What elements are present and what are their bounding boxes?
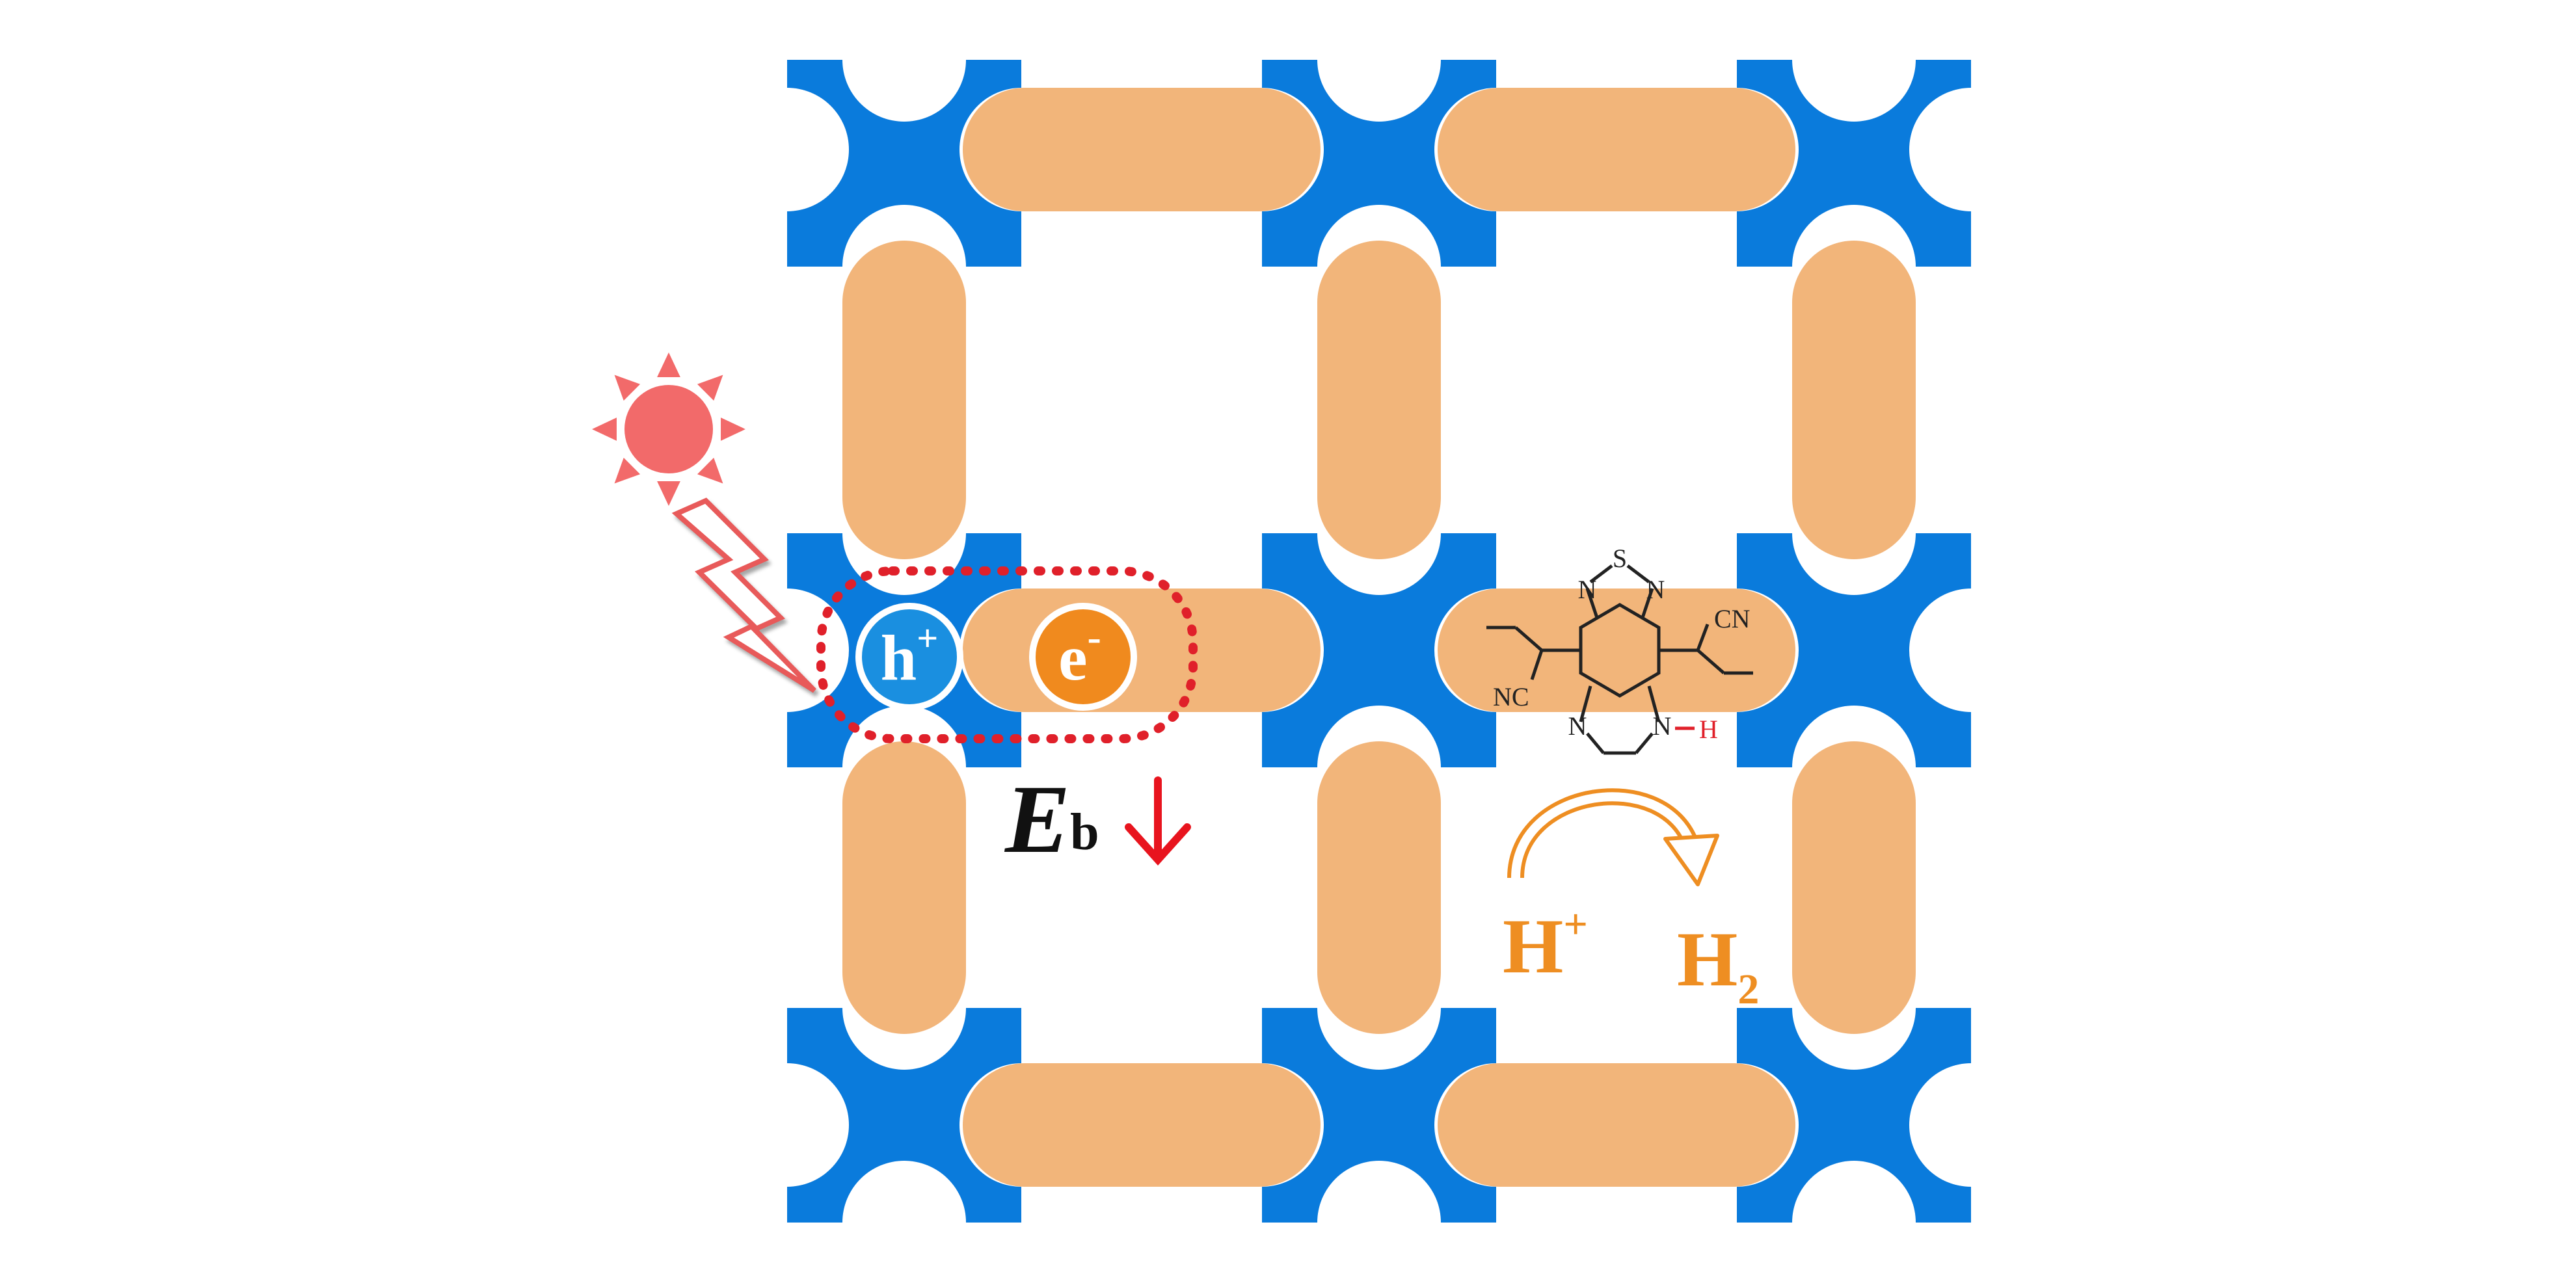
proton-label: H+	[1503, 901, 1588, 989]
linker-molecule-structure	[1486, 564, 1753, 755]
cn-label: CN	[1714, 604, 1751, 633]
sun-ray	[657, 481, 680, 506]
hole-label: h+	[881, 617, 939, 694]
framework-linker	[1438, 589, 1795, 712]
sun-ray	[614, 375, 641, 401]
nc-label: NC	[1493, 682, 1529, 711]
atom-n-left: N	[1578, 575, 1597, 604]
framework-linker	[1792, 741, 1916, 1034]
hydrogen-label: H2	[1677, 916, 1759, 1013]
sun-ray	[721, 417, 745, 441]
hole-marker: h+	[855, 603, 963, 711]
atom-n-bottom-left: N	[1568, 711, 1587, 741]
framework-linker	[842, 241, 966, 559]
sun-ray	[614, 457, 641, 484]
atom-s: S	[1613, 544, 1627, 573]
reaction-arrow-icon	[1507, 788, 1719, 886]
binding-energy-label: Eb	[1004, 765, 1099, 873]
sun-ray	[657, 352, 680, 377]
down-arrow-icon	[1125, 776, 1191, 866]
molecule-atom-labels: S N N N N CN NC	[1493, 544, 1751, 741]
atom-h: H	[1699, 715, 1718, 744]
electron-marker: e-	[1029, 603, 1137, 711]
framework-linker	[1317, 741, 1441, 1034]
sun-icon	[592, 352, 745, 506]
framework-linker	[842, 741, 966, 1034]
framework-linker	[1317, 241, 1441, 559]
atom-n-bottom-right: N	[1653, 711, 1672, 741]
framework-linker	[1438, 88, 1795, 211]
electron-label: e-	[1058, 614, 1101, 694]
framework-linker	[1438, 1063, 1795, 1187]
framework-linker	[963, 589, 1321, 712]
framework-linkers	[842, 88, 1916, 1187]
sun-ray	[697, 375, 723, 401]
exciton-outline	[816, 566, 1198, 743]
sun-ray	[592, 417, 617, 441]
sun-ray	[697, 457, 723, 484]
framework-linker	[963, 1063, 1321, 1187]
framework-linker	[1792, 241, 1916, 559]
lightning-icon	[671, 497, 816, 693]
framework-linker	[963, 88, 1321, 211]
atom-n-right: N	[1646, 575, 1665, 604]
